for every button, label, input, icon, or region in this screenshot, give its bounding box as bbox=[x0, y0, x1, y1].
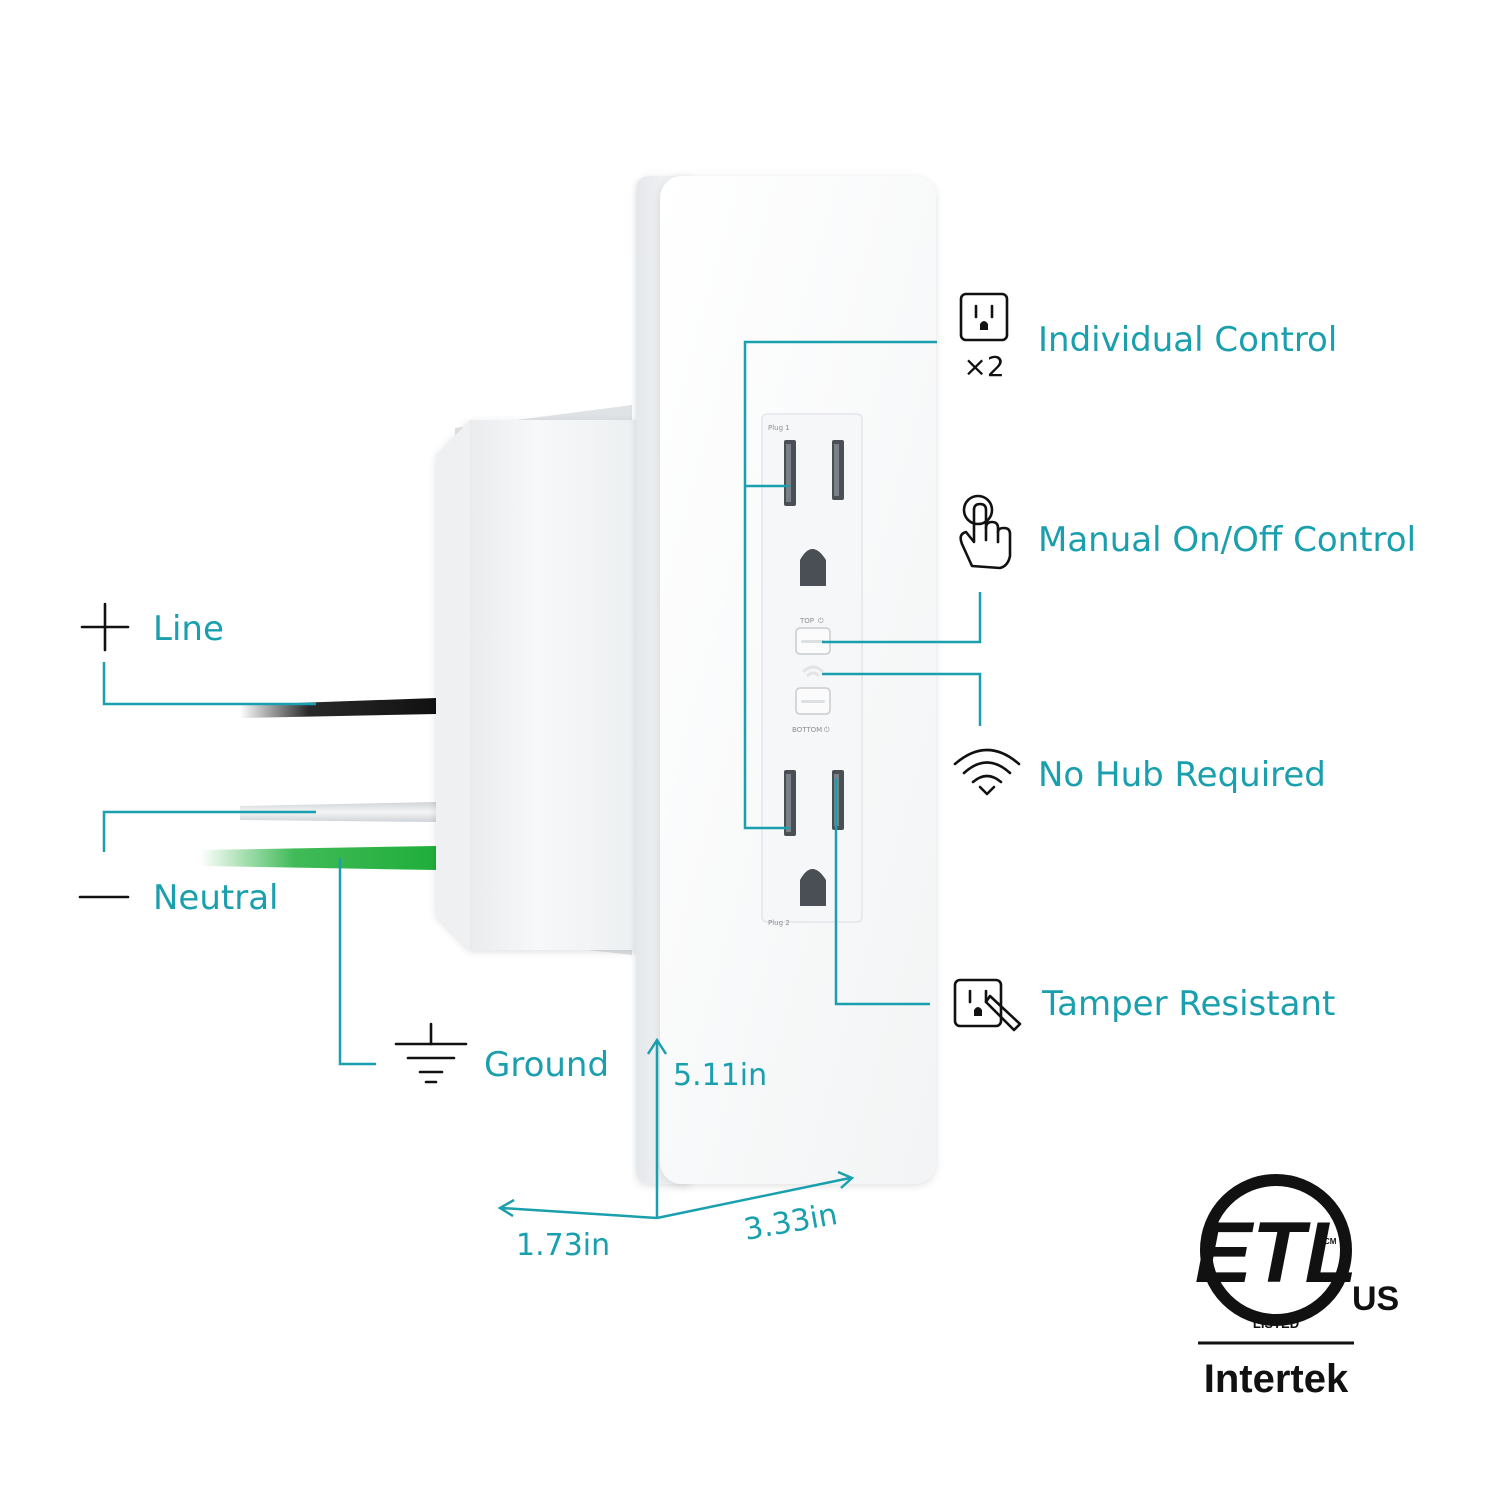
intertek-label: Intertek bbox=[1204, 1357, 1349, 1401]
etl-mark: ETL bbox=[1195, 1205, 1357, 1301]
svg-text:⏻: ⏻ bbox=[818, 617, 824, 625]
plus-icon bbox=[80, 602, 130, 652]
feature-manual-control: Manual On/Off Control bbox=[959, 494, 1416, 570]
ground-label: Ground bbox=[484, 1045, 609, 1085]
etl-certification-logo: ETL LISTED CM US Intertek bbox=[1195, 1174, 1399, 1401]
feature-label-manual-control: Manual On/Off Control bbox=[1038, 520, 1416, 560]
feature-individual-control: ×2 Individual Control bbox=[959, 292, 1337, 383]
feature-label-no-hub: No Hub Required bbox=[1038, 755, 1326, 795]
wiring-neutral: Neutral bbox=[78, 878, 279, 918]
ground-wire bbox=[200, 846, 436, 870]
height-dimension: 5.11in bbox=[673, 1058, 767, 1093]
bottom-button-label: BOTTOM bbox=[792, 726, 822, 734]
wifi-indicator-icon bbox=[801, 665, 825, 678]
feature-callouts bbox=[743, 340, 982, 1006]
outlet-top bbox=[784, 440, 844, 586]
etl-region: US bbox=[1352, 1280, 1399, 1318]
neutral-label: Neutral bbox=[153, 878, 279, 918]
svg-text:⏻: ⏻ bbox=[824, 726, 830, 734]
wiring-callouts bbox=[102, 662, 376, 1066]
feature-label-tamper-resistant: Tamper Resistant bbox=[1041, 984, 1335, 1024]
depth-dimension: 1.73in bbox=[516, 1228, 610, 1263]
receptacle: Plug 1 Plug 2 TOP ⏻ BOTTOM ⏻ bbox=[761, 413, 863, 927]
wiring-ground: Ground bbox=[394, 1022, 609, 1085]
feature-no-hub: No Hub Required bbox=[953, 748, 1326, 796]
plug2-label: Plug 2 bbox=[768, 919, 790, 927]
width-dimension: 3.33in bbox=[741, 1197, 840, 1248]
feature-tamper-resistant: Tamper Resistant bbox=[953, 978, 1335, 1032]
dimension-arrows bbox=[497, 1037, 855, 1220]
line-wire bbox=[240, 698, 436, 718]
hand-press-icon bbox=[959, 494, 1012, 570]
line-label: Line bbox=[153, 609, 224, 649]
plug1-label: Plug 1 bbox=[768, 424, 790, 432]
wiring-line: Line bbox=[80, 602, 224, 652]
feature-label-individual-control: Individual Control bbox=[1038, 320, 1337, 360]
etl-listed: LISTED bbox=[1253, 1316, 1299, 1331]
neutral-wire bbox=[240, 802, 436, 822]
back-box bbox=[436, 405, 640, 955]
top-button-label: TOP bbox=[799, 617, 814, 625]
wires bbox=[200, 698, 436, 870]
tamper-outlet-icon bbox=[953, 978, 1022, 1032]
etl-cm: CM bbox=[1324, 1237, 1337, 1246]
outlet-count-caption: ×2 bbox=[963, 350, 1004, 383]
ground-icon bbox=[394, 1022, 468, 1084]
outlet-icon bbox=[959, 292, 1009, 342]
wifi-icon bbox=[953, 748, 1021, 796]
